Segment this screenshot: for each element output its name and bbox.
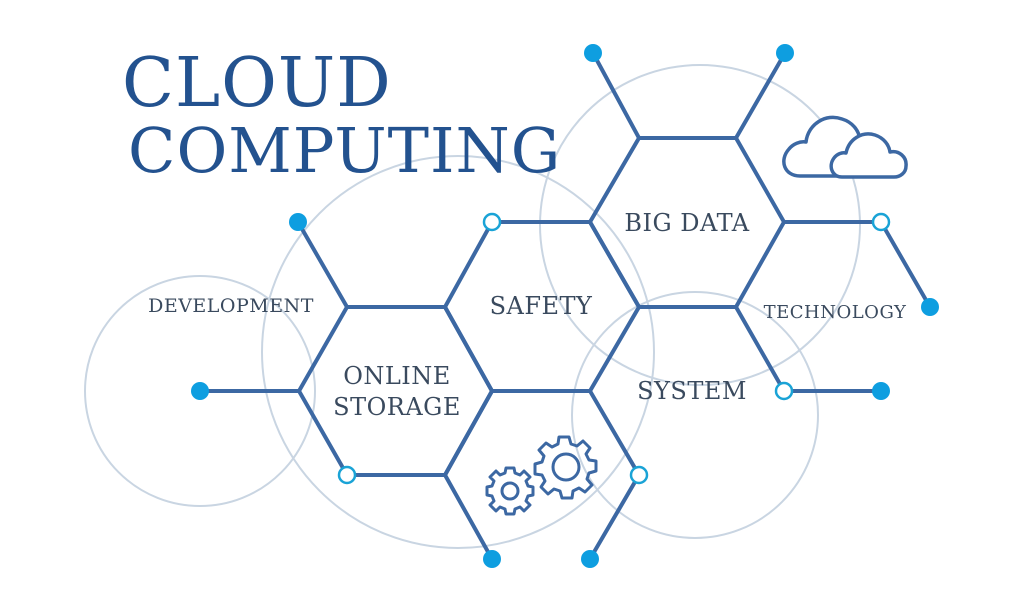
filled-node xyxy=(289,213,307,231)
label-online-storage-line-2: STORAGE xyxy=(333,393,461,421)
label-safety: SAFETY xyxy=(489,292,593,320)
system-circle xyxy=(571,291,819,539)
big-data-circle xyxy=(539,64,861,386)
background-circles xyxy=(84,64,861,549)
spoke-top-left xyxy=(591,51,641,140)
filled-node xyxy=(483,550,501,568)
open-node xyxy=(871,212,891,232)
large-gear-icon xyxy=(533,435,598,500)
small-gear-icon xyxy=(485,466,535,516)
spoke-top-right xyxy=(734,51,787,140)
hex-online-storage xyxy=(296,305,495,477)
open-node xyxy=(774,381,794,401)
central-circle xyxy=(261,155,655,549)
filled-node xyxy=(872,382,890,400)
label-online-storage-line-1: ONLINE xyxy=(343,362,451,390)
spoke-dev-upper xyxy=(296,220,349,309)
gears-icon xyxy=(485,435,598,516)
label-technology: TECHNOLOGY xyxy=(763,302,907,323)
filled-node xyxy=(584,44,602,62)
label-system: SYSTEM xyxy=(637,377,747,405)
filled-node xyxy=(581,550,599,568)
open-node xyxy=(337,465,357,485)
filled-node xyxy=(776,44,794,62)
label-big-data: BIG DATA xyxy=(624,209,750,237)
hex-system-right xyxy=(734,305,786,393)
hexagon-network xyxy=(198,51,932,561)
filled-nodes xyxy=(191,44,939,568)
open-node xyxy=(629,465,649,485)
development-circle xyxy=(84,275,316,507)
hex-gears-left xyxy=(442,389,494,561)
title-line-2: COMPUTING xyxy=(128,114,562,187)
spoke-technology xyxy=(879,220,932,309)
label-development: DEVELOPMENT xyxy=(148,295,314,317)
open-node xyxy=(482,212,502,232)
cloud-icon xyxy=(782,115,908,179)
open-nodes xyxy=(337,212,891,485)
title-line-1: CLOUD xyxy=(122,44,392,123)
filled-node xyxy=(191,382,209,400)
filled-node xyxy=(921,298,939,316)
